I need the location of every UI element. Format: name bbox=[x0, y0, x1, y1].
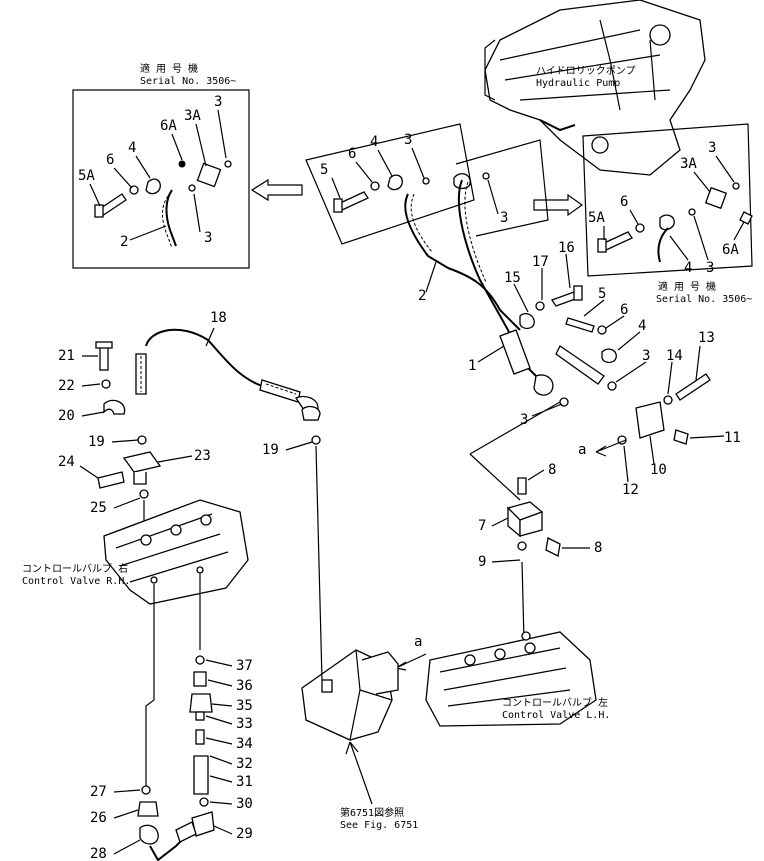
part-label-36: 36 bbox=[236, 678, 253, 694]
part-label-9: 9 bbox=[478, 554, 486, 570]
detail-label-6: 6 bbox=[348, 146, 356, 162]
part-label-28: 28 bbox=[90, 846, 107, 861]
hose-2 bbox=[404, 193, 521, 331]
detail-label-3b: 3 bbox=[500, 210, 508, 226]
control-valve-rh bbox=[103, 499, 249, 605]
bottom-stack-parts bbox=[137, 655, 215, 861]
detail-label-3a: 3 bbox=[404, 132, 412, 148]
part-label-15: 15 bbox=[504, 270, 521, 286]
part-label-5: 5 bbox=[598, 286, 606, 302]
part-label-23: 23 bbox=[194, 448, 211, 464]
part-label-7: 7 bbox=[478, 518, 486, 534]
part-label-22: 22 bbox=[58, 378, 75, 394]
hose-18 bbox=[135, 328, 319, 421]
part-label-6: 6 bbox=[620, 302, 628, 318]
part-label-33: 33 bbox=[236, 716, 253, 732]
inset-left-serial-en: Serial No. 3506~ bbox=[140, 76, 236, 87]
arrow-to-left-inset bbox=[250, 178, 303, 202]
control-valve-lh-label-en: Control Valve L.H. bbox=[502, 710, 610, 721]
inset-right-label-3a: 3A bbox=[680, 156, 697, 172]
part-label-10: 10 bbox=[650, 462, 667, 478]
hose-1 bbox=[457, 179, 554, 396]
part-label-35: 35 bbox=[236, 698, 253, 714]
part-label-20: 20 bbox=[58, 408, 75, 424]
inset-left-label-2: 2 bbox=[120, 234, 128, 250]
detail-label-5: 5 bbox=[320, 162, 328, 178]
detail-label-4: 4 bbox=[370, 134, 378, 150]
part-label-14: 14 bbox=[666, 348, 683, 364]
inset-left-label-3: 3 bbox=[214, 94, 222, 110]
part-label-3-center: 3 bbox=[520, 412, 528, 428]
hydraulic-pump-label-en: Hydraulic Pump bbox=[536, 78, 620, 89]
part-label-2: 2 bbox=[418, 288, 426, 304]
left-top-parts bbox=[95, 341, 321, 499]
inset-left-label-6: 6 bbox=[106, 152, 114, 168]
inset-left-label-4: 4 bbox=[128, 140, 136, 156]
part-label-17: 17 bbox=[532, 254, 549, 270]
inset-right-label-3b: 3 bbox=[706, 260, 714, 276]
part-label-25: 25 bbox=[90, 500, 107, 516]
inset-right-label-3: 3 bbox=[708, 140, 716, 156]
part-label-26: 26 bbox=[90, 810, 107, 826]
fitting-assembly-right bbox=[519, 285, 711, 445]
part-label-21: 21 bbox=[58, 348, 75, 364]
junction-block-7 bbox=[506, 477, 561, 557]
part-label-1: 1 bbox=[468, 358, 476, 374]
see-fig-label-en: See Fig. 6751 bbox=[340, 820, 418, 831]
part-label-30: 30 bbox=[236, 796, 253, 812]
part-label-13: 13 bbox=[698, 330, 715, 346]
part-label-27: 27 bbox=[90, 784, 107, 800]
inset-right-parts bbox=[597, 182, 753, 263]
see-fig-label-jp: 第6751図参照 bbox=[340, 806, 404, 819]
part-label-32: 32 bbox=[236, 756, 253, 772]
inset-left-parts bbox=[94, 160, 232, 249]
hydraulic-pump-label-jp: ハイドロリックポンプ bbox=[536, 65, 636, 77]
part-label-37: 37 bbox=[236, 658, 253, 674]
part-label-12: 12 bbox=[622, 482, 639, 498]
inset-right-label-5a: 5A bbox=[588, 210, 605, 226]
inset-right-label-6a: 6A bbox=[722, 242, 739, 258]
inset-left-label-3a: 3A bbox=[184, 108, 201, 124]
part-label-31: 31 bbox=[236, 774, 253, 790]
inset-left-label-5a: 5A bbox=[78, 168, 95, 184]
inset-left-label-6a: 6A bbox=[160, 118, 177, 134]
part-label-11: 11 bbox=[724, 430, 741, 446]
control-valve-rh-label-en: Control Valve R.H. bbox=[22, 576, 130, 587]
part-label-8-lower: 8 bbox=[594, 540, 602, 556]
part-label-19-right: 19 bbox=[262, 442, 279, 458]
view-arrow-a-label-lower: a bbox=[414, 634, 422, 650]
inset-right-label-4: 4 bbox=[684, 260, 692, 276]
part-label-19-left: 19 bbox=[88, 434, 105, 450]
see-fig-valve-block bbox=[301, 649, 399, 741]
inset-left-label-3b: 3 bbox=[204, 230, 212, 246]
part-label-4: 4 bbox=[638, 318, 646, 334]
control-valve-lh-label-jp: コントロールバルブ 左 bbox=[502, 696, 608, 709]
inset-right-label-6: 6 bbox=[620, 194, 628, 210]
part-label-3-right: 3 bbox=[642, 348, 650, 364]
part-label-18: 18 bbox=[210, 310, 227, 326]
inset-box-right bbox=[582, 123, 753, 277]
part-label-29: 29 bbox=[236, 826, 253, 842]
inset-left-serial-jp: 適 用 号 機 bbox=[140, 62, 198, 75]
view-arrow-a-label-upper: a bbox=[578, 442, 586, 458]
control-valve-rh-label-jp: コントロールバルブ 右 bbox=[22, 562, 128, 575]
part-label-16: 16 bbox=[558, 240, 575, 256]
part-label-34: 34 bbox=[236, 736, 253, 752]
inset-box-left bbox=[72, 89, 250, 269]
part-label-24: 24 bbox=[58, 454, 75, 470]
inset-right-serial-en: Serial No. 3506~ bbox=[656, 294, 752, 305]
center-detail-box bbox=[305, 123, 549, 245]
inset-right-serial-jp: 適 用 号 機 bbox=[658, 280, 716, 293]
arrow-to-right-inset bbox=[533, 193, 584, 217]
control-valve-lh bbox=[425, 631, 597, 727]
part-label-8-upper: 8 bbox=[548, 462, 556, 478]
